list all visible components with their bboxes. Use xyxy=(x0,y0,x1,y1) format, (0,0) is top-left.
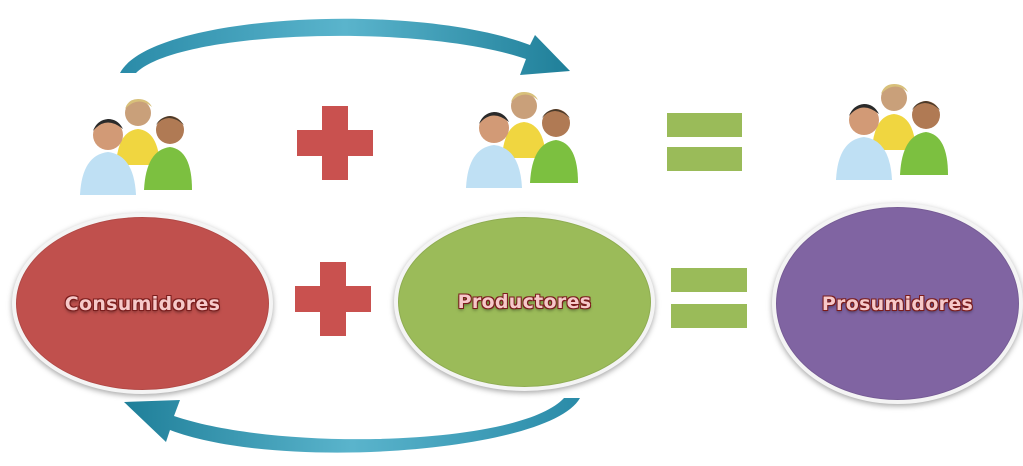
consumidores-label: Consumidores xyxy=(64,292,221,315)
users-group-icon xyxy=(836,84,948,180)
bottom-curved-arrow-icon xyxy=(124,398,580,453)
users-group-icon xyxy=(466,92,578,188)
productores-node: Productores xyxy=(394,213,655,391)
top-curved-arrow-icon xyxy=(120,18,570,75)
productores-label: Productores xyxy=(457,291,592,313)
users-group-icon xyxy=(80,99,192,195)
prosumidores-label: Prosumidores xyxy=(821,292,974,315)
prosumidores-node: Prosumidores xyxy=(772,203,1023,404)
consumidores-node: Consumidores xyxy=(12,213,273,394)
